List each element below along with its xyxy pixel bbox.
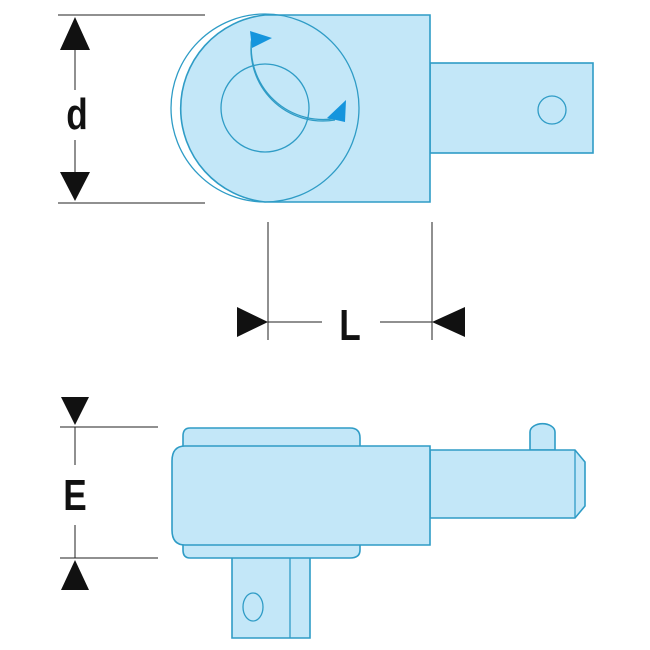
head-side-body bbox=[171, 445, 431, 546]
head-outer-circle bbox=[170, 13, 360, 203]
arrow-left-icon bbox=[432, 307, 465, 337]
square-shaft-top bbox=[429, 62, 594, 154]
side-view bbox=[171, 422, 586, 639]
locking-pin bbox=[529, 422, 556, 451]
shaft-hole bbox=[537, 95, 567, 125]
dimension-label-E: E bbox=[63, 471, 87, 520]
rotation-arrow-icon bbox=[250, 31, 272, 48]
dimension-E bbox=[60, 397, 158, 590]
arrow-down-icon bbox=[60, 172, 90, 201]
square-shaft-side bbox=[429, 449, 586, 519]
top-flange bbox=[182, 427, 361, 448]
top-view bbox=[170, 13, 594, 203]
bottom-flange bbox=[182, 542, 361, 559]
arrow-up-icon bbox=[60, 17, 90, 50]
drive-hole bbox=[242, 592, 264, 622]
arrow-down-icon bbox=[61, 397, 89, 425]
ratchet-circle-arc-2 bbox=[250, 36, 336, 122]
square-drive bbox=[231, 555, 311, 639]
arrow-up-icon bbox=[61, 560, 89, 590]
dimension-d bbox=[58, 14, 205, 204]
head-body bbox=[179, 14, 431, 203]
dimension-label-L: L bbox=[339, 301, 361, 350]
arrow-right-icon bbox=[237, 307, 268, 337]
dimension-L bbox=[237, 222, 465, 340]
drive-bore bbox=[220, 63, 310, 153]
dimension-label-d: d bbox=[66, 90, 88, 139]
rotation-arrow-icon bbox=[327, 100, 346, 122]
